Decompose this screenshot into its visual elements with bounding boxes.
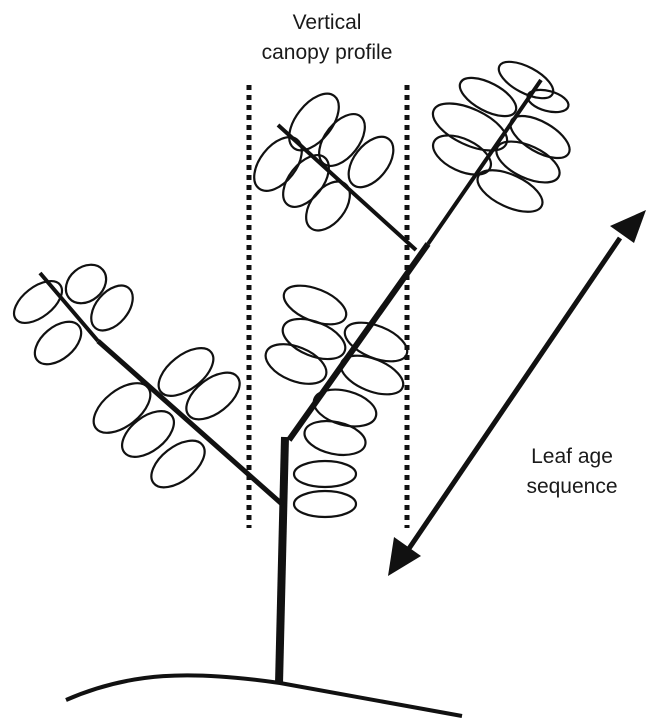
leaf-age-label-line2: sequence (526, 475, 617, 498)
leaf (294, 461, 356, 487)
leaf (278, 278, 351, 332)
leaf-age-arrow-shaft (408, 238, 620, 550)
leaf-age-arrow-head-top (610, 210, 646, 243)
leaf (493, 54, 558, 105)
ground-line (66, 675, 462, 716)
leaf (426, 94, 514, 160)
upper-shoot (289, 244, 428, 440)
canopy-profile-label-line1: Vertical (293, 11, 362, 34)
leaf (301, 416, 368, 460)
leaf-age-arrow (388, 210, 646, 576)
leaf (83, 278, 141, 338)
leaf (525, 86, 571, 116)
leaf (339, 315, 412, 369)
leaf (245, 128, 312, 199)
leaf (427, 127, 497, 182)
main-stem (279, 437, 285, 684)
leaf-age-label-line1: Leaf age (531, 445, 613, 468)
leaf (277, 311, 351, 367)
leaf (504, 108, 576, 167)
left-branch (98, 341, 283, 505)
leaf (279, 85, 348, 159)
leaf (297, 173, 358, 238)
leaf (340, 129, 403, 196)
left-leaf-cluster (7, 257, 248, 497)
leaf (143, 432, 213, 497)
canopy-profile-label-line2: canopy profile (262, 41, 393, 64)
leaf (114, 402, 182, 466)
leaf (294, 491, 356, 517)
leaf (260, 336, 332, 391)
leaf (274, 147, 338, 215)
leaf-age-arrow-head-bottom (388, 537, 421, 576)
